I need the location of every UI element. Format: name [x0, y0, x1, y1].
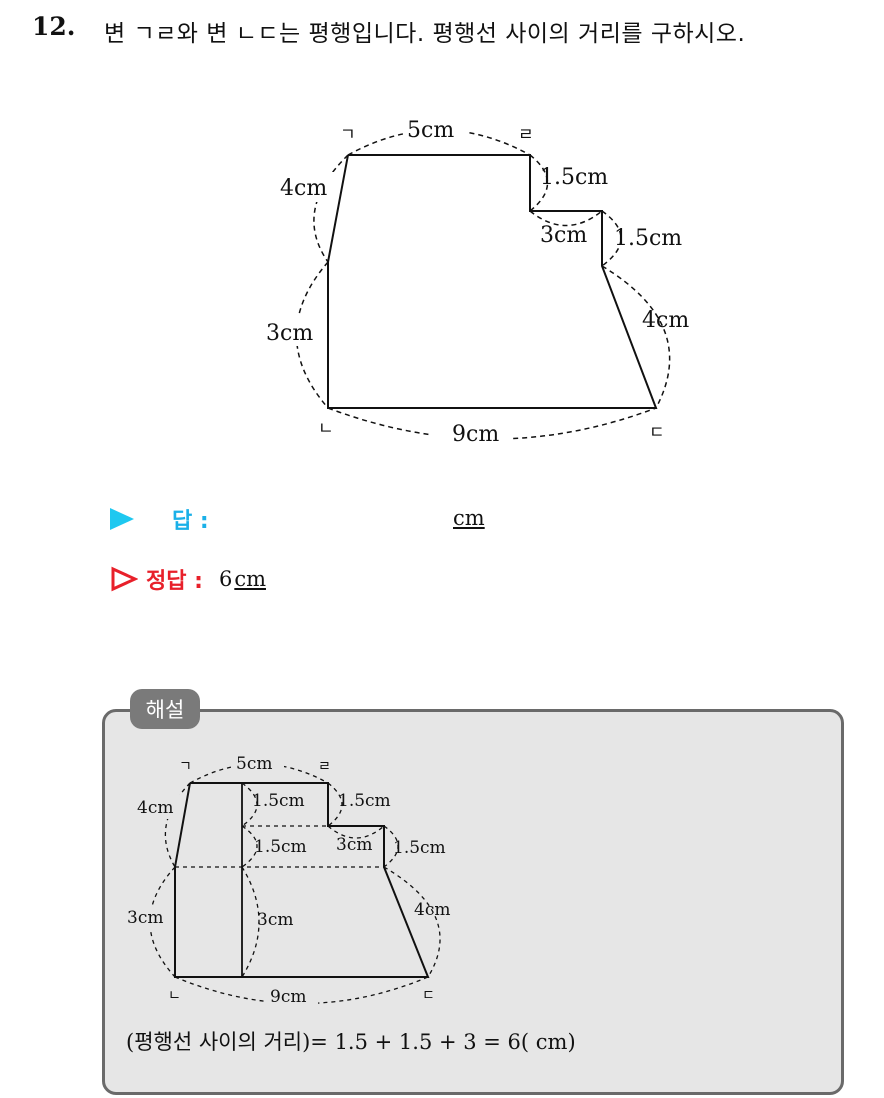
outline-triangle-icon — [111, 566, 138, 592]
vertex-n: ㄴ — [318, 419, 334, 439]
dim-arc-right — [601, 265, 671, 409]
label-top: 5cm — [407, 118, 454, 143]
dim-arc-left-top — [313, 154, 349, 263]
vertex-d: ㄷ — [649, 423, 665, 443]
solution-equation: (평행선 사이의 거리)= 1.5 + 1.5 + 3 = 6( cm) — [126, 1030, 576, 1054]
solution-tab: 해설 — [130, 689, 200, 729]
answer-row: 답 : — [110, 503, 209, 535]
label-right: 4cm — [642, 308, 689, 333]
label-step-h: 3cm — [540, 223, 587, 248]
label-left-top: 4cm — [280, 176, 327, 201]
correct-answer-row: 정답 : 6cm — [110, 563, 266, 595]
answer-unit: cm — [453, 506, 485, 530]
play-triangle-icon — [110, 508, 134, 530]
correct-unit: cm — [234, 567, 266, 591]
figure-outline — [327, 154, 658, 409]
correct-value: 6cm — [218, 567, 266, 591]
label-step1: 1.5cm — [540, 165, 608, 190]
dim-arc-bottom — [327, 407, 657, 440]
label-step2: 1.5cm — [614, 226, 682, 251]
vertex-g: ㄱ — [340, 125, 356, 145]
dim-arc-top — [347, 129, 531, 156]
vertex-r: ㄹ — [518, 125, 534, 145]
label-bottom: 9cm — [452, 422, 499, 447]
main-figure: ㄱ ㄹ ㄴ ㄷ 5cm 4cm 3cm 1.5cm 3cm 1.5cm 4cm … — [262, 118, 689, 449]
dim-arc-step-h — [529, 210, 603, 227]
question-text: 변 ㄱㄹ와 변 ㄴㄷ는 평행입니다. 평행선 사이의 거리를 구하시오. — [104, 21, 746, 47]
question-number: 12. — [32, 12, 76, 41]
answer-label: 답 : — [172, 509, 209, 534]
label-left-bottom: 3cm — [266, 321, 313, 346]
correct-label: 정답 : — [146, 569, 203, 594]
